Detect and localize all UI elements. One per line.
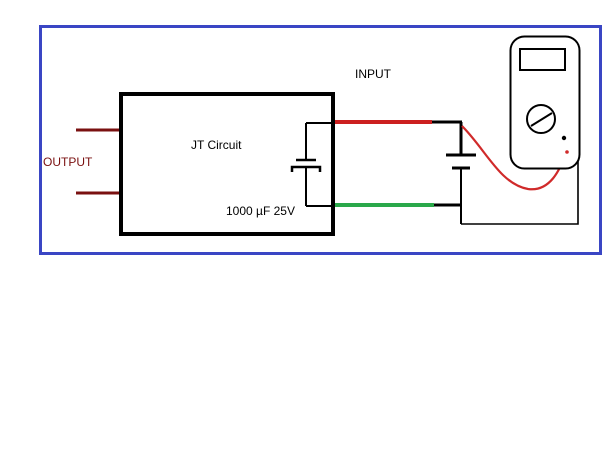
input-label: INPUT — [355, 67, 392, 81]
polarized-capacitor-icon — [290, 122, 333, 207]
output-label: OUTPUT — [43, 155, 93, 169]
meter-probe-jack — [565, 150, 569, 154]
jt-circuit-box — [119, 92, 335, 236]
battery-icon — [446, 122, 476, 224]
capacitor-label: 1000 µF 25V — [226, 204, 295, 218]
diagram-frame — [39, 25, 602, 255]
meter-display — [519, 48, 566, 71]
jt-circuit-label: JT Circuit — [191, 138, 242, 152]
meter-com-jack — [561, 135, 567, 141]
multimeter-icon — [509, 35, 581, 170]
